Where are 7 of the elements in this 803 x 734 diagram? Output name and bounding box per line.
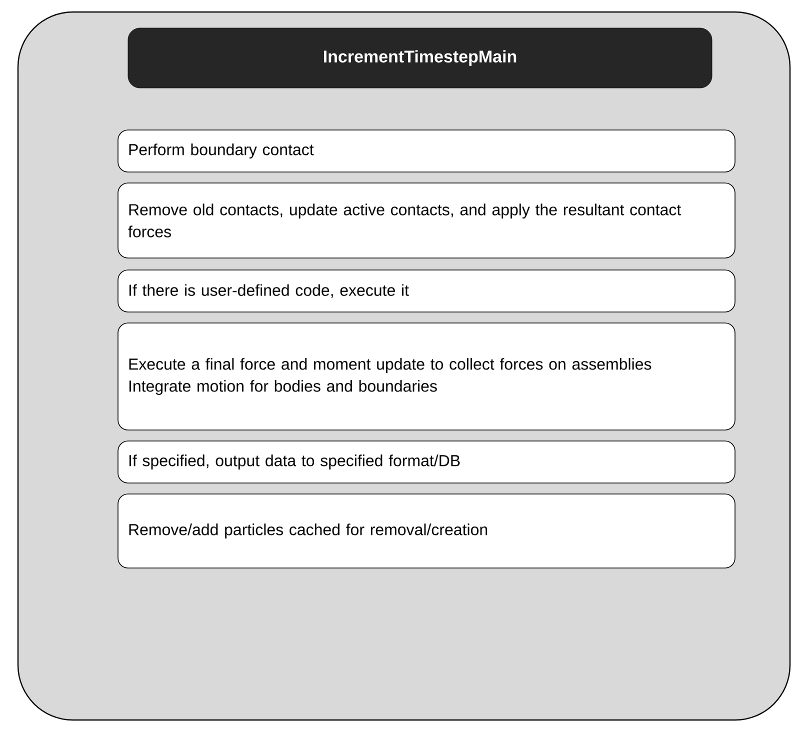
step-box: Remove old contacts, update active contacts, and apply the resultant contact forces [118,182,736,258]
step-box: If specified, output data to specified format/DB [118,440,736,484]
step-box: If there is user-defined code, execute it [118,270,736,312]
step-box: Execute a final force and moment update to collect forces on assemblies Integrate motion for bodies and boundaries [118,322,736,430]
step-box: Perform boundary contact [118,130,736,172]
step-box: Remove/add particles cached for removal/creation [118,494,736,568]
title-bar: IncrementTimestepMain [128,28,712,88]
